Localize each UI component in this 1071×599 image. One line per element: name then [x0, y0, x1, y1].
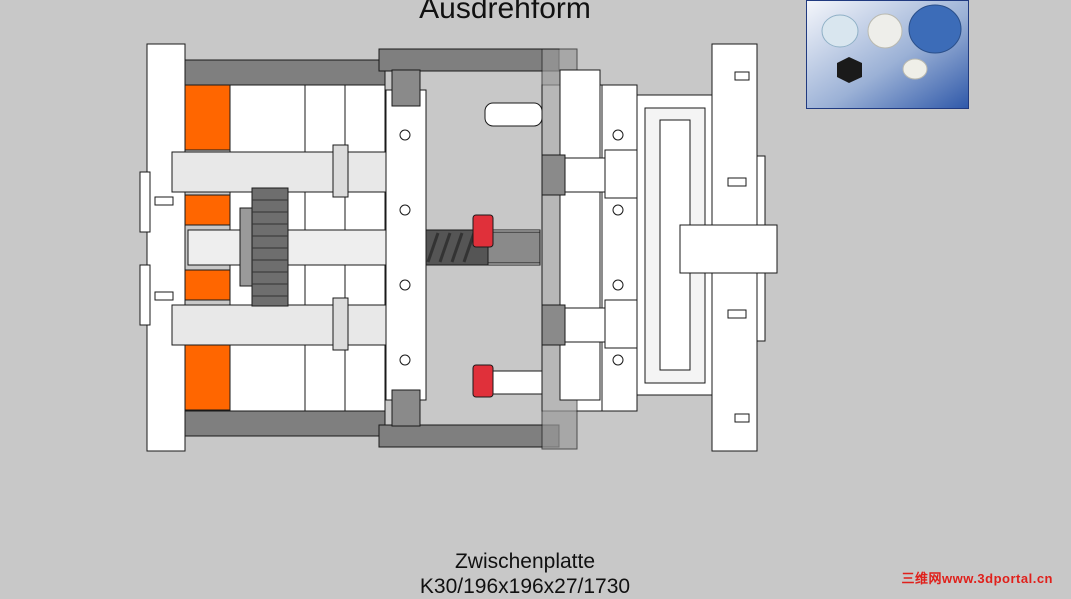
- frame-bottom-bar: [378, 424, 560, 448]
- orange-plate-mid2: [184, 269, 231, 301]
- red-part-bottom: [472, 364, 494, 398]
- red-part-top: [472, 214, 494, 248]
- screw-bottom: [171, 304, 388, 346]
- gear: [251, 187, 289, 307]
- caption-part-code: K30/196x196x27/1730: [419, 575, 631, 598]
- caption-part-name: Zwischenplatte: [454, 550, 596, 573]
- molded-caps-photo-icon: [807, 1, 968, 108]
- orange-plate-bottom: [184, 344, 231, 411]
- top-rail: [184, 59, 386, 86]
- watermark: 三维网www.3dportal.cn: [901, 571, 1053, 586]
- orange-plate-top: [184, 84, 231, 151]
- sprue-bushing: [679, 224, 778, 274]
- screw-top: [171, 151, 388, 193]
- molded-parts-thumbnail: [806, 0, 969, 109]
- diagram-title: Ausdrehform: [419, 0, 591, 25]
- orange-plate-mid: [184, 194, 231, 226]
- left-clamp-plate: [146, 43, 186, 452]
- bottom-rail: [184, 410, 386, 437]
- frame-top-bar: [378, 48, 560, 72]
